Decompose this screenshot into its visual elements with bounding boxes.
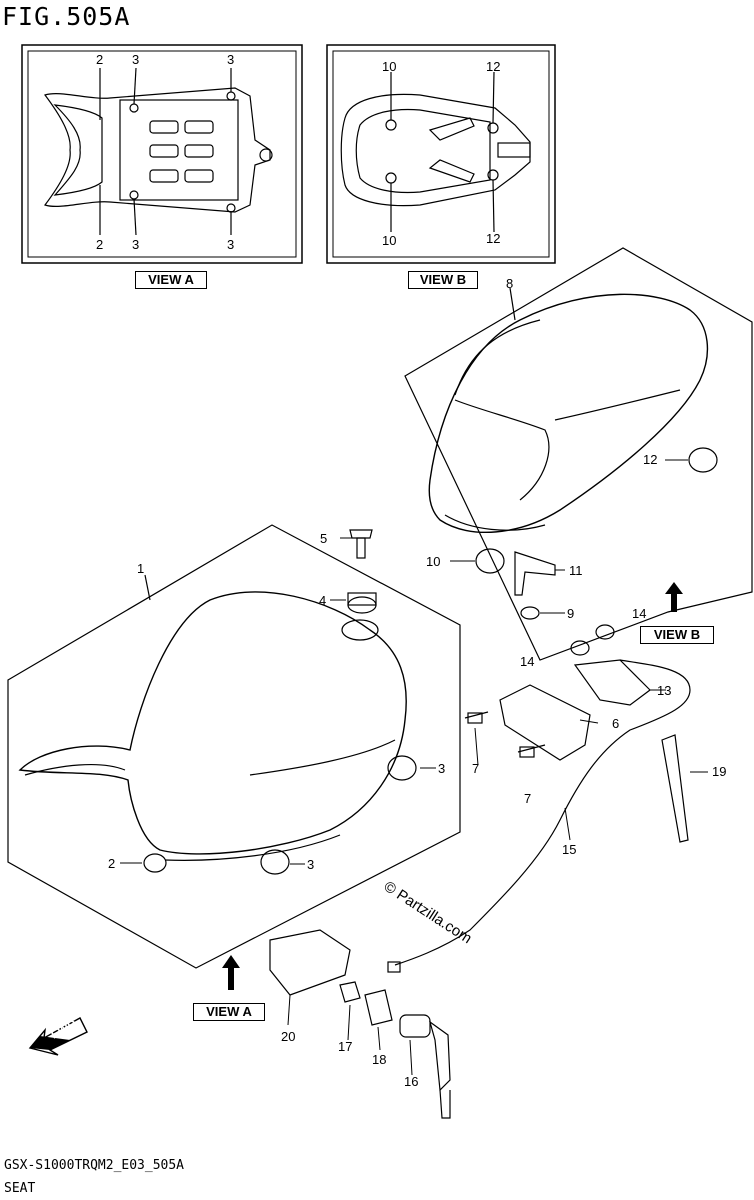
view-a-label-top: VIEW A	[135, 271, 207, 289]
callout-13: 13	[657, 683, 672, 698]
callout-a-3-top2: 3	[227, 52, 235, 67]
callout-5: 5	[320, 531, 328, 546]
callout-1: 1	[137, 561, 145, 576]
callout-a-3-bot1: 3	[132, 237, 140, 252]
callout-9: 9	[567, 606, 575, 621]
fwd-arrow-outline	[28, 1017, 88, 1056]
callout-14a: 14	[520, 654, 535, 669]
callout-b-10-bot: 10	[382, 233, 397, 248]
callout-7a: 7	[472, 761, 480, 776]
hardware-parts	[143, 447, 718, 1119]
callout-a-3-top1: 3	[132, 52, 140, 67]
callout-7b: 7	[524, 791, 532, 806]
figure-title: FIG.505A	[2, 2, 131, 31]
callout-2: 2	[108, 856, 116, 871]
callout-a-2-bot: 2	[96, 237, 104, 252]
callout-19: 19	[712, 764, 727, 779]
callout-3a: 3	[438, 761, 446, 776]
callout-18: 18	[372, 1052, 387, 1067]
callout-8: 8	[506, 276, 514, 291]
callout-10: 10	[426, 554, 441, 569]
view-a-label-main: VIEW A	[193, 1003, 265, 1021]
callout-17: 17	[338, 1039, 353, 1054]
footer-code: GSX-S1000TRQM2_E03_505A	[4, 1158, 185, 1173]
callout-a-3-bot2: 3	[227, 237, 235, 252]
rear-seat-group	[404, 247, 753, 661]
callout-4: 4	[319, 593, 327, 608]
callout-15: 15	[562, 842, 577, 857]
callout-b-12-top: 12	[486, 59, 501, 74]
footer-name: SEAT	[4, 1181, 36, 1196]
callout-16: 16	[404, 1074, 419, 1089]
callout-6: 6	[612, 716, 620, 731]
leader-lines	[120, 459, 708, 1076]
view-b-inset	[326, 44, 556, 264]
callout-a-2-top: 2	[96, 52, 104, 67]
front-seat-group	[7, 524, 461, 969]
callout-b-10-top: 10	[382, 59, 397, 74]
callout-3b: 3	[307, 857, 315, 872]
view-b-label-top: VIEW B	[408, 271, 478, 289]
callout-b-12-bot: 12	[486, 231, 501, 246]
view-arrows	[30, 582, 683, 1050]
callout-12: 12	[643, 452, 658, 467]
callout-20: 20	[281, 1029, 296, 1044]
callout-14b: 14	[632, 606, 647, 621]
view-a-inset	[21, 44, 303, 264]
view-b-label-main: VIEW B	[640, 626, 714, 644]
callout-11: 11	[569, 563, 583, 578]
